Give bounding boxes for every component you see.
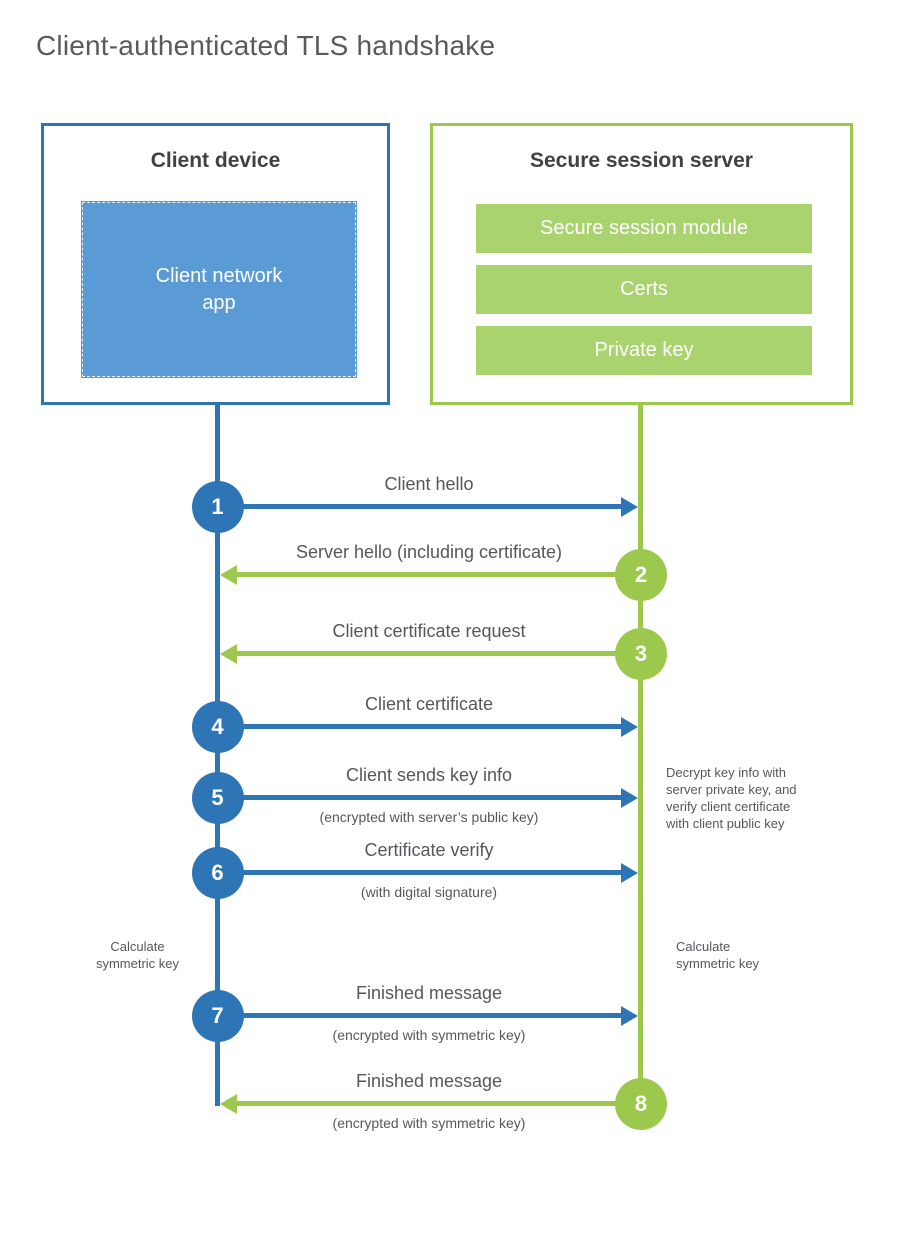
arrow-head-icon [621,497,638,517]
step-number-badge: 6 [191,847,244,899]
message-sublabel: (with digital signature) [360,884,498,900]
message-sublabel: (encrypted with symmetric key) [332,1115,526,1131]
client-device-title: Client device [150,149,281,172]
step-number-badge: 4 [191,701,244,753]
step-number-badge: 3 [615,628,667,680]
calculate-symmetric-key-note-server: Calculate symmetric key [676,939,760,971]
arrow-line [218,1013,621,1018]
server-module-certs: Certs [476,265,812,314]
message-label: Server hello (including certificate) [295,542,563,562]
arrow-head-icon [621,788,638,808]
server-module-private-key: Private key [476,326,812,375]
arrow-line [218,724,621,729]
client-lifeline [215,404,220,1106]
arrow-line [218,870,621,875]
step-number-badge: 5 [191,772,244,824]
arrow-head-icon [220,1094,237,1114]
decrypt-note: Decrypt key info with server private key… [666,765,797,831]
message-label: Client certificate request [332,621,526,641]
client-device-box: Client device Client network app [41,123,390,405]
message-label: Client hello [384,474,474,494]
server-lifeline [638,404,643,1106]
message-label: Client certificate [364,694,494,714]
arrow-head-icon [621,1006,638,1026]
step-number-badge: 7 [191,990,244,1042]
secure-session-server-box: Secure session server Secure session mod… [430,123,853,405]
message-label: Certificate verify [364,840,494,860]
server-module-secure-session: Secure session module [476,204,812,253]
message-label: Finished message [355,1071,503,1091]
server-title: Secure session server [530,149,753,172]
page-title: Client-authenticated TLS handshake [36,30,496,61]
step-number-badge: 2 [615,549,667,601]
message-label: Client sends key info [345,765,513,785]
arrow-head-icon [220,644,237,664]
arrow-head-icon [220,565,237,585]
message-sublabel: (encrypted with server’s public key) [319,809,539,825]
step-number-badge: 1 [191,481,244,533]
arrow-line [236,1101,641,1106]
arrow-line [236,651,641,656]
arrow-head-icon [621,863,638,883]
step-number-badge: 8 [615,1078,667,1130]
client-network-app-block: Client network app [81,201,357,378]
arrow-head-icon [621,717,638,737]
calculate-symmetric-key-note-client: Calculate symmetric key [95,939,180,971]
message-sublabel: (encrypted with symmetric key) [332,1027,526,1043]
arrow-line [218,795,621,800]
message-label: Finished message [355,983,503,1003]
arrow-line [236,572,641,577]
arrow-line [218,504,621,509]
